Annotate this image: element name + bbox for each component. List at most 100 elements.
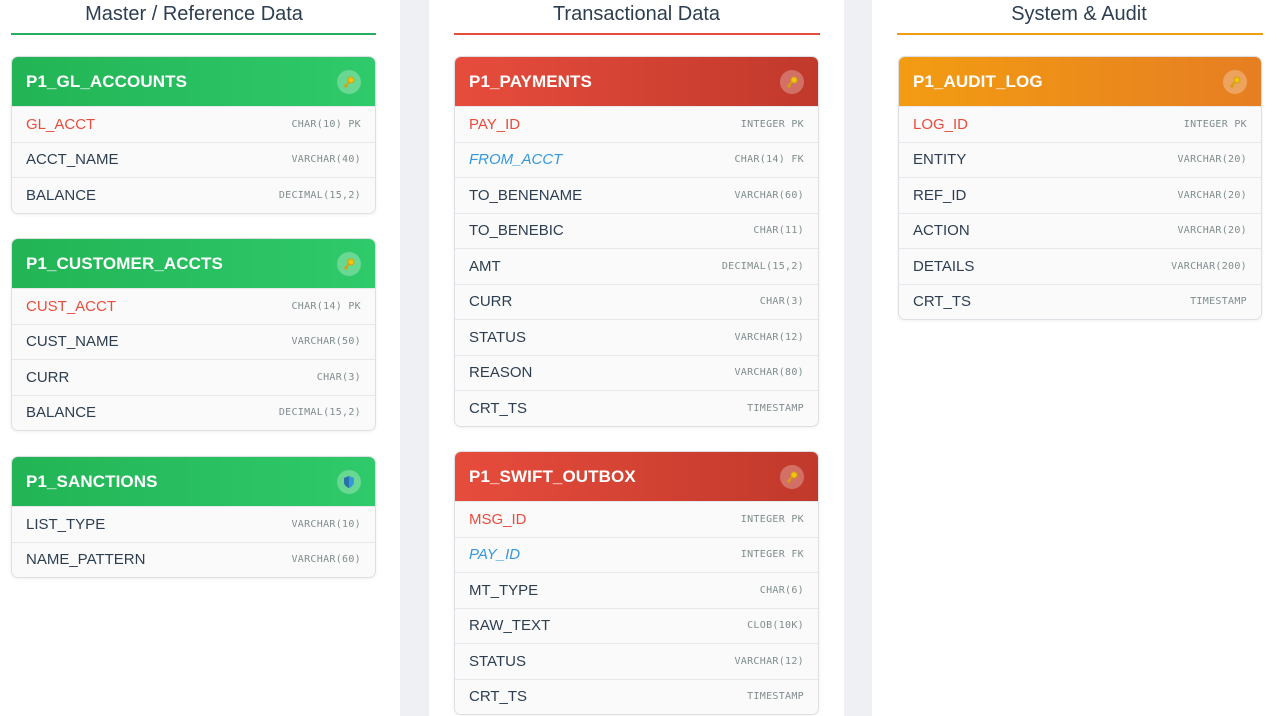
field-type: VARCHAR(20) <box>1177 154 1247 166</box>
table-row[interactable]: REASON VARCHAR(80) <box>455 354 818 390</box>
table-row[interactable]: REF_ID VARCHAR(20) <box>899 177 1261 213</box>
field-name: CRT_TS <box>469 399 528 417</box>
field-name: MT_TYPE <box>469 581 539 599</box>
field-type: INTEGER PK <box>740 118 804 130</box>
field-type: CHAR(11) <box>753 225 804 237</box>
field-name: TO_BENENAME <box>469 186 583 204</box>
field-type: TIMESTAMP <box>747 402 804 414</box>
field-name: RAW_TEXT <box>469 617 551 635</box>
table-row[interactable]: NAME_PATTERN VARCHAR(60) <box>12 541 375 577</box>
table-header: P1_CUSTOMER_ACCTS <box>12 239 375 288</box>
field-name: NAME_PATTERN <box>26 551 146 569</box>
column-title: System & Audit <box>1011 3 1147 25</box>
field-type: CHAR(14) FK <box>734 154 804 166</box>
field-name: REF_ID <box>913 186 967 204</box>
table-name: P1_PAYMENTS <box>469 71 592 91</box>
table-name: P1_AUDIT_LOG <box>913 71 1043 91</box>
column-rule <box>454 33 820 35</box>
field-name: STATUS <box>469 328 526 346</box>
field-name: CUST_NAME <box>26 333 119 351</box>
field-type: CHAR(10) PK <box>291 118 361 130</box>
table-header: P1_PAYMENTS <box>455 57 818 106</box>
field-name: CUST_ACCT <box>26 297 117 315</box>
table-row[interactable]: TO_BENENAME VARCHAR(60) <box>455 177 818 213</box>
table-row[interactable]: CURR CHAR(3) <box>455 283 818 319</box>
table-row[interactable]: AMT DECIMAL(15,2) <box>455 248 818 284</box>
field-type: VARCHAR(50) <box>291 336 361 348</box>
field-type: TIMESTAMP <box>1190 296 1247 308</box>
table-row[interactable]: PAY_ID INTEGER PK <box>455 106 818 142</box>
table-name: P1_SWIFT_OUTBOX <box>469 466 636 486</box>
table-header: P1_SWIFT_OUTBOX <box>455 452 818 501</box>
field-type: VARCHAR(40) <box>291 154 361 166</box>
field-name: GL_ACCT <box>26 115 96 133</box>
column-rule <box>11 33 376 35</box>
table-row[interactable]: ENTITY VARCHAR(20) <box>899 141 1261 177</box>
field-type: CHAR(3) <box>316 371 361 383</box>
table-header: P1_GL_ACCOUNTS <box>12 57 375 106</box>
field-name: BALANCE <box>26 186 97 204</box>
table-row[interactable]: FROM_ACCT CHAR(14) FK <box>455 141 818 177</box>
table-p1-customer-accts[interactable]: P1_CUSTOMER_ACCTS CUST_ACCT CHAR(14) PK C… <box>11 238 376 431</box>
field-type: VARCHAR(20) <box>1177 225 1247 237</box>
table-p1-payments[interactable]: P1_PAYMENTS PAY_ID INTEGER PK FROM_ACCT CH… <box>454 56 819 427</box>
table-row[interactable]: CUST_NAME VARCHAR(50) <box>12 323 375 359</box>
table-header: P1_SANCTIONS <box>12 457 375 506</box>
table-name: P1_GL_ACCOUNTS <box>26 71 188 91</box>
table-row[interactable]: GL_ACCT CHAR(10) PK <box>12 106 375 142</box>
table-name: P1_SANCTIONS <box>26 471 158 491</box>
shield-icon <box>337 469 361 494</box>
field-type: DECIMAL(15,2) <box>721 260 804 272</box>
table-name: P1_CUSTOMER_ACCTS <box>26 253 223 273</box>
table-header: P1_AUDIT_LOG <box>899 57 1261 106</box>
field-name: ENTITY <box>913 151 967 169</box>
field-name: AMT <box>469 257 501 275</box>
field-type: VARCHAR(80) <box>734 367 804 379</box>
field-name: PAY_ID <box>469 115 521 133</box>
field-name: REASON <box>469 364 533 382</box>
field-type: VARCHAR(60) <box>291 554 361 566</box>
key-icon <box>337 69 361 94</box>
field-name: LIST_TYPE <box>26 515 106 533</box>
table-row[interactable]: CUST_ACCT CHAR(14) PK <box>12 288 375 324</box>
field-type: DECIMAL(15,2) <box>278 407 361 419</box>
table-row[interactable]: PAY_ID INTEGER FK <box>455 536 818 572</box>
field-type: INTEGER FK <box>740 549 804 561</box>
field-type: VARCHAR(20) <box>1177 189 1247 201</box>
field-name: FROM_ACCT <box>469 151 563 169</box>
field-type: VARCHAR(200) <box>1171 260 1247 272</box>
table-row[interactable]: CRT_TS TIMESTAMP <box>455 390 818 426</box>
field-type: VARCHAR(60) <box>734 189 804 201</box>
field-name: CURR <box>469 293 513 311</box>
field-type: CHAR(14) PK <box>291 300 361 312</box>
table-p1-gl-accounts[interactable]: P1_GL_ACCOUNTS GL_ACCT CHAR(10) PK ACCT_N… <box>11 56 376 214</box>
field-type: INTEGER PK <box>740 513 804 525</box>
column-transactional: Transactional Data P1_PAYMENTS PAY_ID INT… <box>429 0 844 716</box>
column-title: Transactional Data <box>552 3 721 25</box>
field-name: DETAILS <box>913 257 975 275</box>
field-type: CHAR(3) <box>759 296 804 308</box>
key-icon <box>1223 69 1247 94</box>
table-row[interactable]: DETAILS VARCHAR(200) <box>899 248 1261 284</box>
field-name: PAY_ID <box>469 546 521 564</box>
column-master-reference: Master / Reference Data P1_GL_ACCOUNTS G… <box>0 0 400 716</box>
